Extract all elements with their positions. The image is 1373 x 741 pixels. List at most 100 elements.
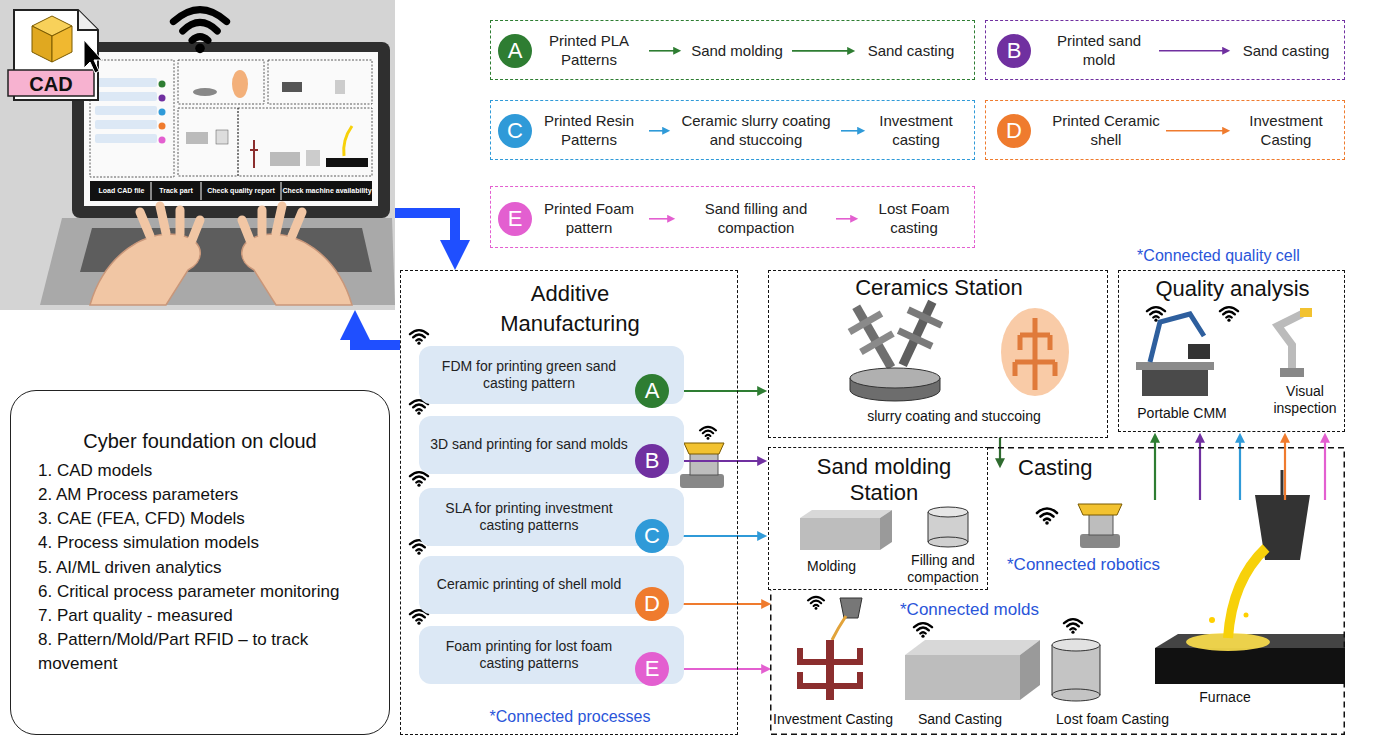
laptop-picture-part <box>268 60 372 104</box>
flow-arrow <box>355 334 400 345</box>
laptop-picture-part <box>151 182 281 200</box>
ceramics-picture-part-part <box>897 327 933 349</box>
flow-arrow <box>1324 441 1326 500</box>
laptop-picture-part <box>216 130 228 144</box>
flow-arrow <box>1199 441 1201 500</box>
quality-picture <box>1136 308 1312 396</box>
step-label: Sand casting <box>861 42 961 61</box>
step-label: Investment Casting <box>1236 112 1336 150</box>
node-text: slurry coating and stuccoing <box>849 408 1059 425</box>
node-text: Lost Foam casting <box>864 200 964 238</box>
node-text: Sand filling and compaction <box>681 200 831 238</box>
flow-arrow <box>1284 441 1286 500</box>
robot-picture-part <box>684 443 724 454</box>
cad-file-icon-part <box>52 26 72 62</box>
step-label: Ceramic slurry coating and stuccoing <box>676 112 836 150</box>
station-box: Additive Manufacturing*Connected process… <box>400 270 738 735</box>
node-text: Furnace <box>1150 689 1300 706</box>
node-text: Printed Foam pattern <box>534 200 644 238</box>
step-label: Investment casting <box>871 112 961 150</box>
laptop-picture-part <box>159 109 166 116</box>
laptop-picture-part <box>335 80 345 94</box>
quality-picture-part <box>1280 368 1304 377</box>
node-text: *Connected molds <box>900 600 1100 620</box>
node-text: C <box>644 525 660 547</box>
quality-picture-part <box>1142 370 1208 396</box>
cad-file-icon-part <box>8 70 94 96</box>
laptop-picture-part <box>173 10 226 53</box>
node-text: Sand casting <box>1236 42 1336 61</box>
casting-picture-part <box>1052 689 1100 701</box>
equipment-label: Investment Casting <box>772 595 894 728</box>
node-text: 5. AI/ML driven analytics <box>38 556 349 580</box>
node-text: Printed Resin Patterns <box>534 112 644 150</box>
step-circle: D <box>635 587 669 621</box>
wifi-icons-part <box>1064 619 1082 634</box>
casting-picture-part <box>905 640 1040 655</box>
node-text: Check machine availability <box>282 182 372 200</box>
laptop-picture-part <box>90 234 200 305</box>
node-text: Foam printing for lost foam casting patt… <box>429 638 629 673</box>
casting-picture-part <box>1052 645 1100 695</box>
laptop-picture-part <box>90 60 174 177</box>
step-circle: A <box>635 374 669 408</box>
ceramics-picture-part-part <box>848 311 884 336</box>
node-text: Portable CMM <box>1127 405 1237 422</box>
node-text: B <box>1007 40 1022 62</box>
robot-picture-part <box>1089 514 1113 535</box>
step-label: Lost Foam casting <box>864 200 964 238</box>
casting-picture-part <box>1052 639 1100 651</box>
robot-picture-part <box>1080 534 1120 548</box>
laptop-picture-part <box>0 0 395 310</box>
flow-arrow <box>1239 441 1241 500</box>
wifi-icons-part <box>914 623 932 638</box>
laptop-picture-part <box>270 152 300 166</box>
laptop-picture-part <box>140 206 200 240</box>
info-box: Cyber foundation on cloud1. CAD models2.… <box>10 390 390 735</box>
sand-molding-picture-part <box>800 510 892 518</box>
casting-picture-part <box>832 616 846 640</box>
station-box: Sand molding StationMoldingFilling and c… <box>768 447 988 590</box>
process-group: EPrinted Foam patternSand filling and co… <box>490 186 975 248</box>
robot-picture-part <box>680 474 724 488</box>
node-text: Sand casting <box>861 42 961 61</box>
quality-picture-part <box>1278 314 1302 368</box>
sand-molding-picture-part <box>928 537 968 547</box>
robot-picture-part <box>690 452 718 475</box>
wifi-icons-part <box>410 330 428 345</box>
node-text: A <box>645 380 660 402</box>
node-text: Printed Ceramic shell <box>1051 112 1161 150</box>
ceramics-picture <box>840 294 1069 401</box>
laptop-picture-part <box>344 126 352 156</box>
flow-arrow <box>395 213 455 246</box>
laptop-picture-part <box>250 140 258 168</box>
casting-picture-part <box>1052 645 1100 695</box>
casting-picture-part <box>905 655 1020 700</box>
node-text: 2. AM Process parameters <box>38 483 349 507</box>
node-text: C <box>507 120 523 142</box>
node-text: 6. Critical process parameter monitoring <box>38 580 349 604</box>
node-text: 1. CAD models <box>38 459 349 483</box>
quality-picture-part <box>1136 362 1214 370</box>
laptop-picture-part <box>95 120 157 129</box>
laptop-picture-part <box>242 234 352 305</box>
flow-arrow <box>836 218 852 220</box>
node-text: 8. Pattern/Mold/Part RFID – to track mov… <box>38 628 349 676</box>
node-text: B <box>645 450 660 472</box>
step-label: Printed Ceramic shell <box>1051 112 1161 150</box>
node-text: 7. Part quality - measured <box>38 604 349 628</box>
laptop-picture-part <box>178 60 264 104</box>
laptop-picture-part <box>178 108 238 176</box>
node-text: Track part <box>152 182 200 200</box>
wifi-icons-part <box>1037 509 1057 525</box>
step-circle: A <box>498 34 532 68</box>
wifi-icons <box>410 307 1238 638</box>
laptop-picture-part <box>306 150 320 166</box>
flow-arrow <box>999 438 1001 460</box>
flow-arrow <box>649 130 664 132</box>
step-label: Sand filling and compaction <box>681 200 831 238</box>
laptop-picture-part <box>40 218 395 305</box>
node-text: D <box>644 593 660 615</box>
ceramics-picture-part <box>1015 318 1055 390</box>
node-text: *Connected quality cell <box>1111 246 1326 265</box>
